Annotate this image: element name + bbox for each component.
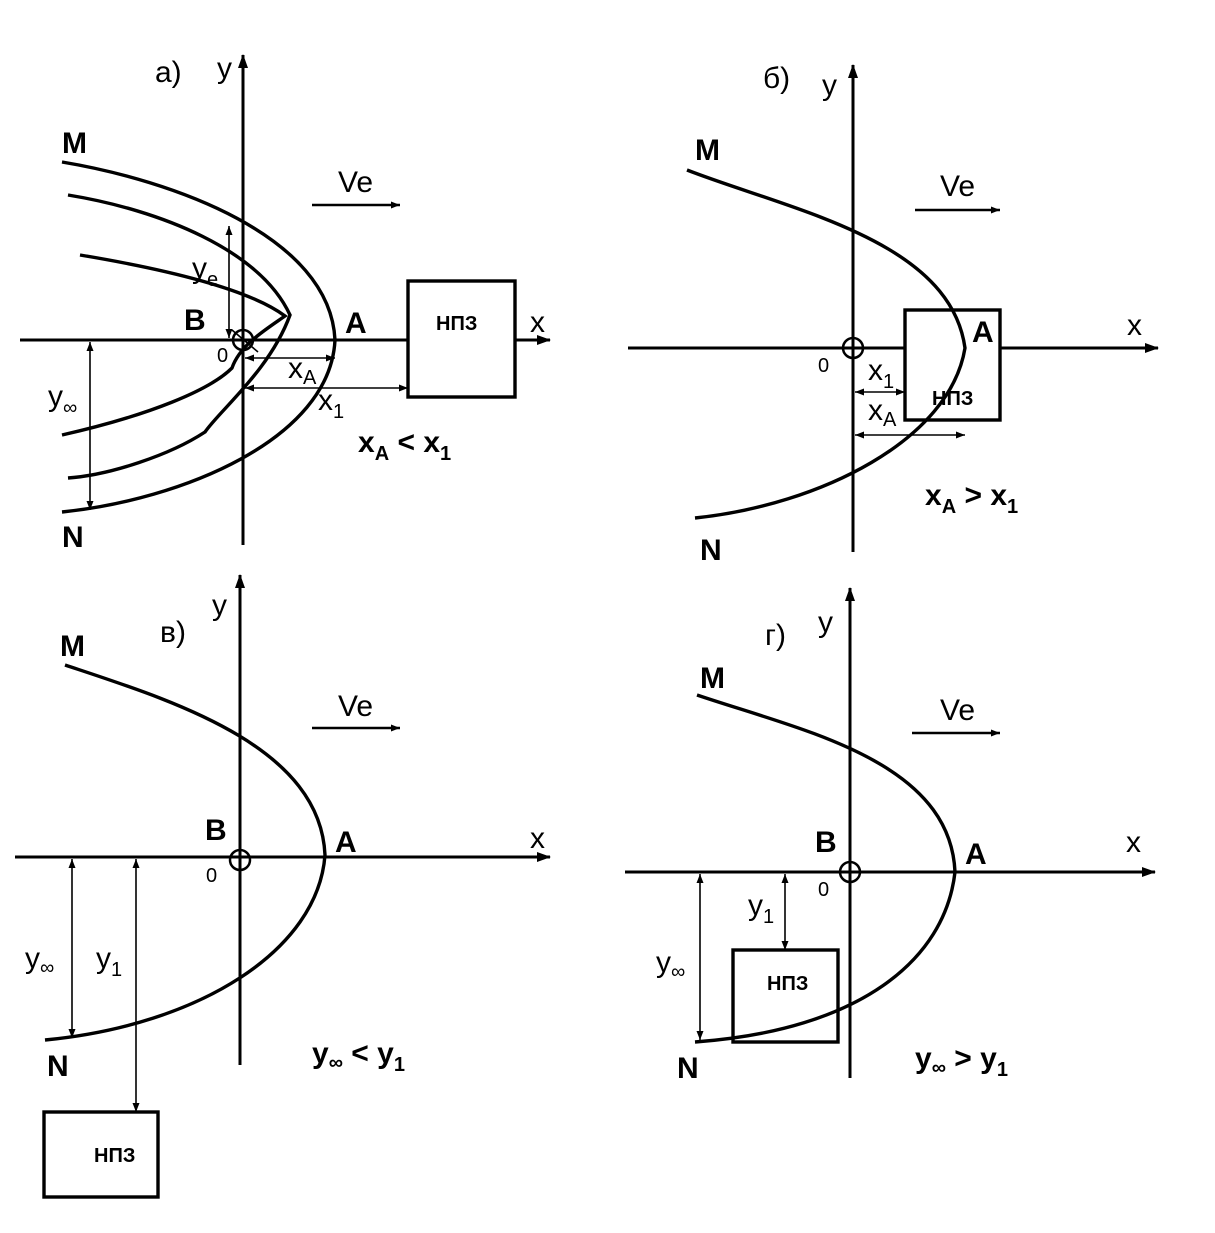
label-a: A bbox=[972, 316, 994, 349]
dim-xa-label: xA bbox=[288, 352, 317, 389]
origin-label: 0 bbox=[818, 355, 829, 377]
y-axis-label: y bbox=[212, 589, 227, 622]
npz-zone bbox=[406, 279, 517, 399]
x-axis-label: x bbox=[1126, 826, 1141, 859]
dim-yinf-label: y∞ bbox=[656, 946, 685, 983]
panel-label: а) bbox=[155, 56, 182, 89]
label-a: A bbox=[345, 307, 367, 340]
y-axis-label: y bbox=[217, 52, 232, 85]
trajectory bbox=[44, 663, 327, 1042]
x-axis-label: x bbox=[530, 306, 545, 339]
tick-b bbox=[231, 329, 259, 353]
npz-label-bg bbox=[762, 968, 826, 996]
dim-yinf-label: y∞ bbox=[48, 380, 77, 419]
origin-label: 0 bbox=[206, 865, 217, 887]
velocity-label: Ve bbox=[338, 166, 373, 199]
origin-marker bbox=[841, 336, 865, 360]
npz-label: НПЗ bbox=[436, 313, 477, 335]
origin-label: 0 bbox=[818, 879, 829, 901]
label-m: M bbox=[62, 127, 87, 160]
label-b: B bbox=[184, 304, 206, 337]
dim-y1-label: y1 bbox=[748, 889, 774, 928]
npz-label: НПЗ bbox=[932, 388, 973, 410]
condition: xA < x1 bbox=[358, 426, 451, 465]
dim-x1-label: x1 bbox=[868, 354, 894, 393]
dim-y1-label: y1 bbox=[96, 942, 122, 981]
dim-xa-label: xA bbox=[868, 394, 897, 431]
panel-label: г) bbox=[765, 619, 786, 652]
velocity-label: Ve bbox=[338, 690, 373, 723]
label-n: N bbox=[677, 1052, 699, 1085]
npz-label-bg bbox=[432, 308, 492, 336]
npz-label: НПЗ bbox=[94, 1145, 135, 1167]
velocity-label: Ve bbox=[940, 694, 975, 727]
label-b: B bbox=[815, 826, 837, 859]
npz-label: НПЗ bbox=[767, 973, 808, 995]
panel-a: а) y x M N B A 0 Ve НПЗ ye y∞ xA x1 xA <… bbox=[20, 52, 551, 554]
label-m: M bbox=[700, 662, 725, 695]
panel-c: в) y x M N B A 0 Ve НПЗ y∞ y1 y∞ < y1 bbox=[15, 574, 551, 1199]
label-a: A bbox=[965, 838, 987, 871]
label-a: A bbox=[335, 826, 357, 859]
trajectory bbox=[694, 693, 957, 1044]
condition: y∞ < y1 bbox=[312, 1037, 405, 1076]
panel-d: г) y x M N B A 0 Ve НПЗ y1 y∞ y∞ > y1 bbox=[625, 587, 1156, 1085]
panel-b: б) y x M N A 0 Ve НПЗ x1 xA xA > x1 bbox=[628, 62, 1159, 567]
condition: xA > x1 bbox=[925, 479, 1018, 518]
panel-label: б) bbox=[763, 62, 790, 95]
condition: y∞ > y1 bbox=[915, 1042, 1008, 1081]
trajectory-middle bbox=[67, 193, 292, 480]
velocity-label: Ve bbox=[940, 170, 975, 203]
origin-label: 0 bbox=[217, 345, 228, 367]
origin-marker bbox=[228, 848, 252, 872]
label-m: M bbox=[695, 134, 720, 167]
label-n: N bbox=[62, 521, 84, 554]
origin-marker bbox=[838, 860, 862, 884]
npz-label-bg bbox=[88, 1140, 152, 1168]
label-b: B bbox=[205, 814, 227, 847]
dim-x1-label: x1 bbox=[318, 384, 344, 423]
trajectory bbox=[686, 168, 967, 520]
x-axis-label: x bbox=[1127, 309, 1142, 342]
label-n: N bbox=[47, 1050, 69, 1083]
y-axis-label: y bbox=[822, 69, 837, 102]
label-n: N bbox=[700, 534, 722, 567]
dim-ye-label: ye bbox=[192, 252, 218, 291]
y-axis-label: y bbox=[818, 606, 833, 639]
trajectory-outer bbox=[61, 160, 337, 514]
label-m: M bbox=[60, 630, 85, 663]
trajectory-inner bbox=[61, 253, 288, 437]
panel-label: в) bbox=[160, 616, 186, 649]
dim-yinf-label: y∞ bbox=[25, 942, 54, 979]
x-axis-label: x bbox=[530, 822, 545, 855]
